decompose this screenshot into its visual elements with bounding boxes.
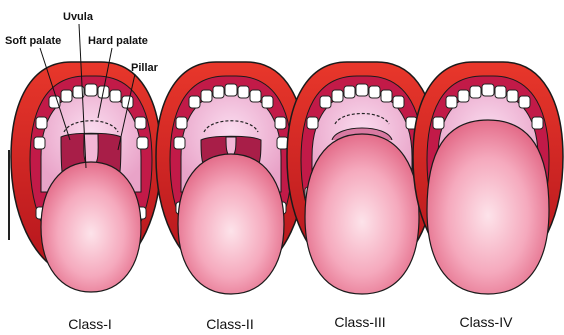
class-label-2: Class-II (206, 316, 253, 332)
label-uvula: Uvula (63, 11, 94, 23)
class-label-3: Class-III (334, 314, 385, 330)
class-label-1: Class-I (68, 316, 112, 332)
label-hard-palate: Hard palate (88, 35, 148, 47)
class-label-4: Class-IV (460, 314, 514, 330)
mouth-class-4 (413, 62, 563, 294)
class-labels: Class-I Class-II Class-III Class-IV (68, 314, 513, 332)
tongue (41, 162, 141, 292)
mouth-class-2 (156, 62, 306, 294)
tongue (178, 154, 284, 294)
tongue (427, 120, 549, 294)
left-edge-mark (8, 150, 10, 240)
mouth-class-1 (11, 62, 161, 292)
label-soft-palate: Soft palate (5, 35, 61, 47)
label-pillar: Pillar (131, 62, 159, 74)
tongue (305, 134, 419, 294)
